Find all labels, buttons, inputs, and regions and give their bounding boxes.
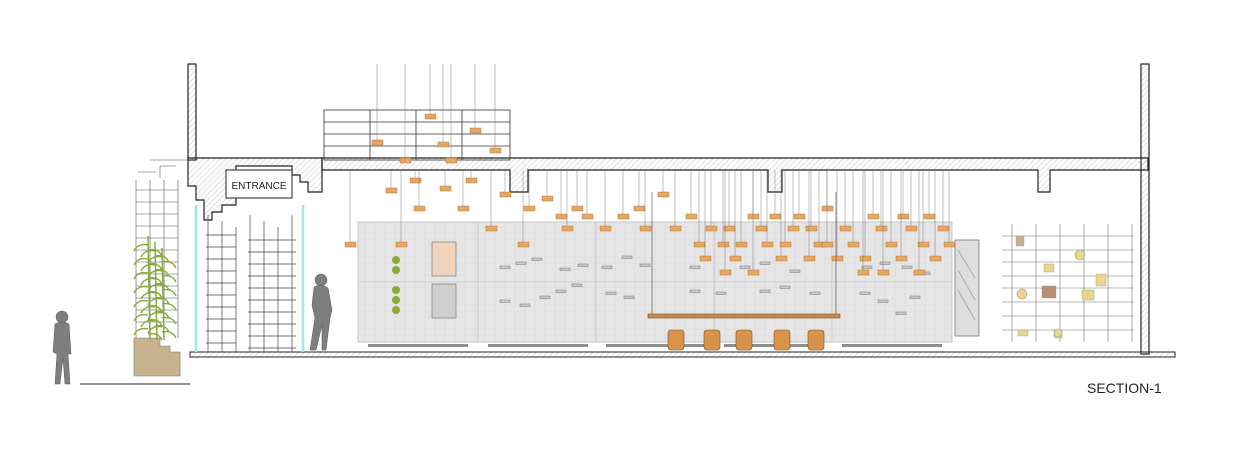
roof-slab-left: [187, 157, 323, 221]
chairs: [667, 329, 825, 351]
wall-planters: [392, 256, 400, 314]
entrance-shelving: [206, 215, 296, 352]
exterior-steps: [133, 337, 181, 377]
pendant-lamps: [344, 64, 956, 276]
bamboo-plant-icon: [133, 235, 177, 341]
glass-door: [954, 239, 980, 337]
right-wall: [1140, 63, 1150, 355]
person-silhouette-icon: [52, 310, 72, 385]
entrance-sign: ENTRANCE: [225, 169, 293, 199]
glass-entrance: [194, 205, 305, 352]
person-silhouette-icon: [309, 273, 333, 351]
ground-line: [80, 351, 1176, 385]
left-wall: [187, 63, 197, 161]
entrance-label: ENTRANCE: [231, 181, 286, 192]
skylight-frame: [323, 109, 511, 161]
section-title: SECTION-1: [1087, 380, 1162, 396]
baseboards: [368, 344, 942, 347]
display-frames: [431, 241, 457, 319]
bookshelf: [1002, 224, 1134, 342]
roof-slab-main: [321, 157, 1149, 193]
communal-table: [647, 192, 841, 319]
